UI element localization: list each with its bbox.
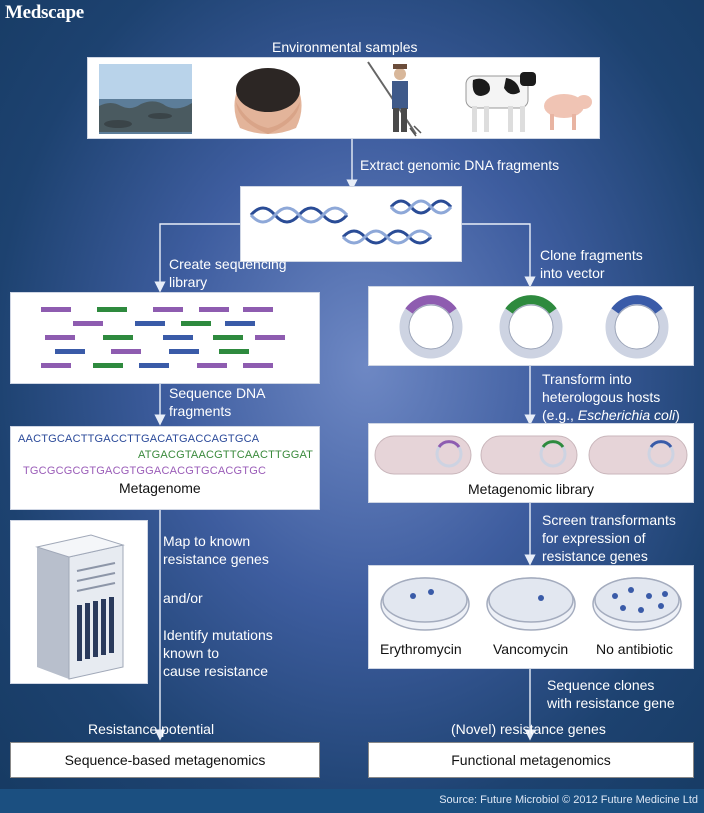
identify-label-3: cause resistance xyxy=(163,663,269,679)
transform-label-1: Transform into xyxy=(542,371,632,387)
source-credit: Source: Future Microbiol © 2012 Future M… xyxy=(439,794,698,806)
sequence-clones-label-2: with resistance gene xyxy=(547,695,675,711)
screen-label-3: resistance genes xyxy=(542,548,648,564)
sample-photos xyxy=(99,61,592,137)
sequence-dna-label-1: Sequence DNA xyxy=(169,385,266,401)
no-antibiotic-label: No antibiotic xyxy=(596,641,674,657)
sequencing-library-panel xyxy=(10,292,320,384)
novel-resistance-genes-label: (Novel) resistance genes xyxy=(451,721,606,737)
host-cells-icons xyxy=(374,435,688,475)
server-panel xyxy=(10,520,148,684)
identify-label-2: known to xyxy=(163,645,220,661)
metagenomic-library-panel: Metagenomic library xyxy=(368,423,694,503)
transform-label-3: (e.g., Escherichia coli) xyxy=(542,407,680,423)
transform-label-2: heterologous hosts xyxy=(542,389,661,405)
sequence-clones-label-1: Sequence clones xyxy=(547,677,655,693)
medscape-logo: Medscape xyxy=(5,2,84,23)
environmental-samples-label: Environmental samples xyxy=(272,39,418,55)
create-library-label-1: Create sequencing xyxy=(169,256,287,272)
screen-label-2: for expression of xyxy=(542,530,646,546)
petri-dish-icons xyxy=(380,577,682,631)
metagenome-panel: AACTGCACTTGACCTTGACATGACCAGTGCA ATGACGTA… xyxy=(10,426,320,510)
environmental-samples-panel xyxy=(87,57,600,139)
map-label-1: Map to known xyxy=(163,533,251,549)
extract-dna-label: Extract genomic DNA fragments xyxy=(360,157,560,173)
create-library-label-2: library xyxy=(169,274,208,290)
sequence-read-3: TGCGCGCGTGACGTGGACACGTGCACGTGC xyxy=(23,465,267,477)
clone-fragments-label-1: Clone fragments xyxy=(540,247,643,263)
seaside-photo xyxy=(99,64,192,134)
functional-metagenomics-box: Functional metagenomics xyxy=(368,742,694,778)
sequence-read-2: ATGACGTAACGTTCAACTTGGAT xyxy=(138,449,314,461)
plasmid-icons xyxy=(399,295,669,359)
vancomycin-label: Vancomycin xyxy=(493,641,569,657)
sequence-read-1: AACTGCACTTGACCTTGACATGACCAGTGCA xyxy=(18,433,260,445)
farmer-photo xyxy=(367,61,422,137)
dna-fragments-bars xyxy=(41,307,285,368)
sequence-dna-label-2: fragments xyxy=(169,403,232,419)
footer-bar: Source: Future Microbiol © 2012 Future M… xyxy=(0,789,704,813)
erythromycin-label: Erythromycin xyxy=(380,641,462,657)
screening-plates-panel: Erythromycin Vancomycin No antibiotic xyxy=(368,565,694,669)
dna-fragments-panel xyxy=(240,186,462,262)
dna-helix-icon xyxy=(249,199,453,245)
metagenomic-library-label: Metagenomic library xyxy=(468,481,595,497)
sequence-based-metagenomics-box: Sequence-based metagenomics xyxy=(10,742,320,778)
metagenome-label: Metagenome xyxy=(119,480,201,496)
cow-and-pig-photo xyxy=(465,72,592,132)
screen-label-1: Screen transformants xyxy=(542,512,676,528)
cloning-vector-panel xyxy=(368,286,694,366)
identify-label-1: Identify mutations xyxy=(163,627,273,643)
resistance-potential-label: Resistance potential xyxy=(88,721,215,737)
soil-in-hands-photo xyxy=(234,68,302,134)
server-icon xyxy=(35,534,125,680)
clone-fragments-label-2: into vector xyxy=(540,265,605,281)
map-label-2: resistance genes xyxy=(163,551,269,567)
andor-label: and/or xyxy=(163,590,203,606)
